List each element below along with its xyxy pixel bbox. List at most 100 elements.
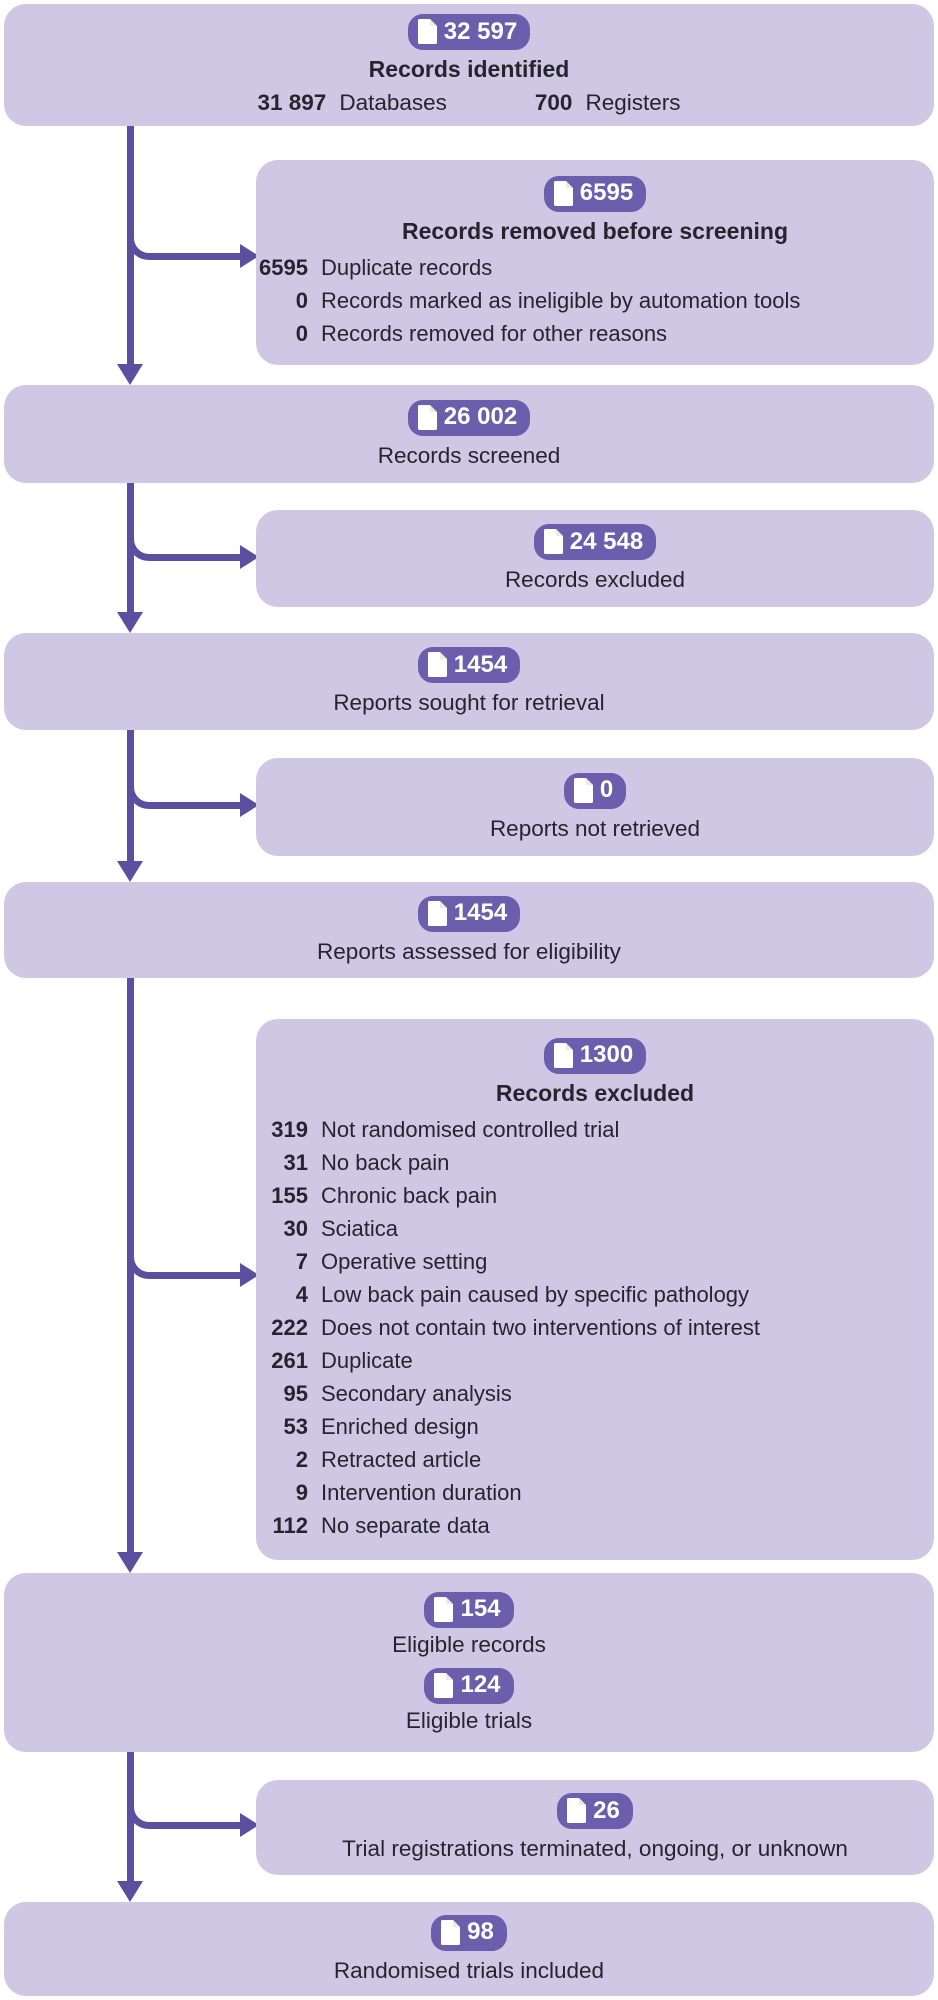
badge-count: 1300 <box>579 1041 634 1068</box>
reason-count: 261 <box>271 1347 308 1373</box>
stat-pair: 31 897 Databases <box>258 90 447 116</box>
document-icon <box>553 1042 573 1068</box>
arrow-right-to-registrations <box>240 1813 259 1837</box>
reason-row: 155 Chronic back pain <box>256 1179 924 1212</box>
box-reports-not-retrieved: 0 Reports not retrieved <box>256 758 934 856</box>
box-label: Eligible trials <box>405 1707 533 1733</box>
document-icon <box>543 529 563 554</box>
box-label: Randomised trials included <box>333 1957 605 1983</box>
branch-to-removed <box>127 220 240 260</box>
badge-count: 32 597 <box>443 17 518 45</box>
reason-label: Does not contain two interventions of in… <box>321 1314 761 1340</box>
document-icon <box>573 777 593 803</box>
count-badge: 98 <box>431 1914 507 1951</box>
arrow-right-to-excluded-screening <box>240 545 259 569</box>
reason-label: Enriched design <box>321 1413 479 1439</box>
branch-to-excluded-eligibility <box>127 1239 240 1279</box>
arrow-down-to-screened <box>117 364 143 385</box>
count-badge: 124 <box>424 1667 514 1704</box>
count-badge: 1454 <box>417 895 521 932</box>
badge-count: 1454 <box>453 899 508 926</box>
reason-count: 155 <box>271 1182 308 1208</box>
reason-row: 7 Operative setting <box>256 1245 924 1278</box>
badge-count: 24 548 <box>569 527 644 555</box>
arrow-down-to-included <box>117 1881 143 1902</box>
box-eligible: 154 Eligible records 124 Eligible trials <box>4 1573 934 1752</box>
count-badge: 26 002 <box>407 399 531 436</box>
box-records-screened: 26 002 Records screened <box>4 385 934 483</box>
reason-label: Operative setting <box>321 1248 488 1274</box>
reason-count: 319 <box>271 1116 308 1142</box>
reason-label: Duplicate <box>321 1347 413 1373</box>
reason-list: 6595 Duplicate records 0 Records marked as … <box>256 251 934 350</box>
count-badge: 24 548 <box>533 524 657 560</box>
badge-count: 154 <box>460 1595 501 1622</box>
branch-to-excluded-screening <box>127 521 240 561</box>
reason-count: 6595 <box>259 254 308 280</box>
document-icon <box>553 180 573 206</box>
box-label: Eligible records <box>392 1631 546 1657</box>
badge-count: 26 <box>593 1796 620 1824</box>
arrow-right-to-removed <box>240 244 259 268</box>
reason-label: Chronic back pain <box>321 1182 498 1208</box>
reason-row: 2 Retracted article <box>256 1443 924 1476</box>
reason-label: No back pain <box>321 1149 450 1175</box>
box-reports-assessed: 1454 Reports assessed for eligibility <box>4 882 934 978</box>
box-label: Records excluded <box>504 567 686 592</box>
reason-count: 7 <box>295 1248 308 1274</box>
document-icon <box>434 1596 454 1622</box>
badge-count: 26 002 <box>443 403 518 430</box>
reason-label: Records marked as ineligible by automati… <box>321 287 801 313</box>
reason-row: 261 Duplicate <box>256 1344 924 1377</box>
document-icon <box>434 1672 454 1698</box>
reason-label: Retracted article <box>321 1446 482 1472</box>
reason-label: Low back pain caused by specific patholo… <box>321 1281 750 1307</box>
box-label: Records screened <box>377 442 561 468</box>
reason-count: 31 <box>283 1149 308 1175</box>
document-icon <box>427 900 447 926</box>
count-badge: 26 <box>557 1793 633 1829</box>
box-title: Records identified <box>368 56 570 82</box>
stat-label: Registers <box>585 90 681 115</box>
box-records-removed: 6595 Records removed before screening 65… <box>256 160 934 365</box>
reason-count: 112 <box>272 1512 309 1538</box>
reason-count: 9 <box>295 1479 308 1505</box>
reason-label: Not randomised controlled trial <box>321 1116 620 1142</box>
box-label: Trial registrations terminated, ongoing,… <box>342 1836 848 1861</box>
reason-count: 30 <box>283 1215 308 1241</box>
box-reports-sought: 1454 Reports sought for retrieval <box>4 633 934 730</box>
reason-row: 0 Records marked as ineligible by automat… <box>256 284 924 317</box>
branch-to-registrations <box>127 1789 240 1829</box>
reason-label: Sciatica <box>321 1215 399 1241</box>
box-records-excluded-screening: 24 548 Records excluded <box>256 510 934 607</box>
box-randomised-trials-included: 98 Randomised trials included <box>4 1902 934 1996</box>
badge-count: 0 <box>599 776 614 803</box>
reason-label: Duplicate records <box>321 254 493 280</box>
reason-count: 0 <box>295 287 308 313</box>
count-badge: 1300 <box>543 1037 647 1074</box>
stat-value: 31 897 <box>257 90 327 115</box>
document-icon <box>427 652 447 677</box>
reason-count: 95 <box>283 1380 308 1406</box>
count-badge: 1454 <box>417 647 521 683</box>
reason-count: 0 <box>295 320 308 346</box>
reason-count: 2 <box>295 1446 308 1472</box>
document-icon <box>417 19 437 44</box>
stat-label: Databases <box>339 90 447 115</box>
reason-list: 319 Not randomised controlled trial 31 No b… <box>256 1113 934 1542</box>
count-badge: 154 <box>424 1591 514 1628</box>
count-badge: 0 <box>563 772 627 809</box>
box-label: Reports sought for retrieval <box>333 690 605 715</box>
box-label: Reports not retrieved <box>489 815 701 841</box>
badge-count: 98 <box>467 1918 494 1945</box>
box-label: Reports assessed for eligibility <box>317 938 621 964</box>
